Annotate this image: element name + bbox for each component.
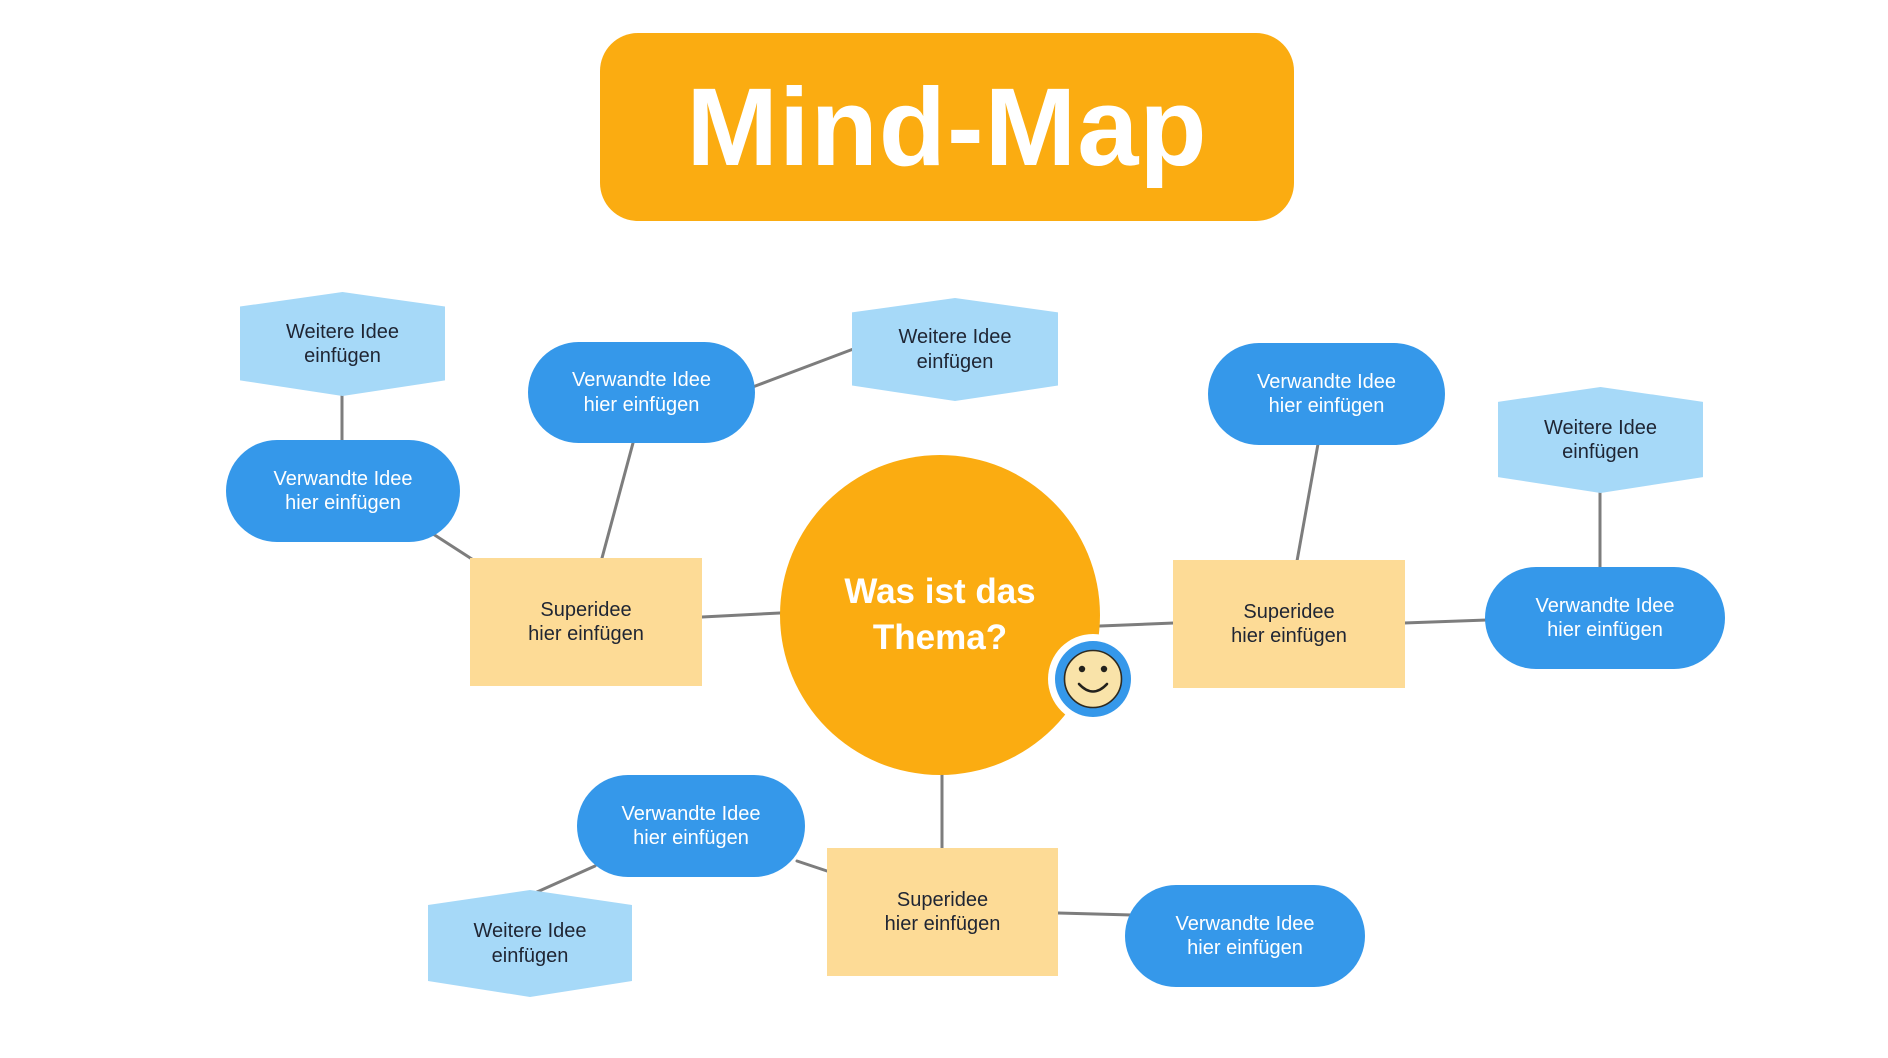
related-idea-pill-right-top[interactable]: Verwandte Idee hier einfügen (1208, 343, 1445, 445)
idea-hexagon-right[interactable]: Weitere Idee einfügen (1498, 387, 1703, 493)
super-idea-rect-bottom[interactable]: Superidee hier einfügen (827, 848, 1058, 976)
idea-hexagon-top-middle[interactable]: Weitere Idee einfügen (852, 298, 1058, 401)
connector-line (700, 611, 782, 619)
related-idea-pill-left[interactable]: Verwandte Idee hier einfügen (226, 440, 460, 542)
related-idea-pill-upper-middle[interactable]: Verwandte Idee hier einfügen (528, 342, 755, 443)
super-idea-rect-right[interactable]: Superidee hier einfügen (1173, 560, 1405, 688)
super-idea-rect-left[interactable]: Superidee hier einfügen (470, 558, 702, 686)
central-topic-circle[interactable]: Was ist das Thema? (780, 455, 1100, 775)
connector-line (428, 530, 480, 565)
smiley-face-icon[interactable] (1040, 626, 1150, 736)
related-idea-pill-bottom-left[interactable]: Verwandte Idee hier einfügen (577, 775, 805, 877)
idea-hexagon-bottom-left[interactable]: Weitere Idee einfügen (428, 890, 632, 997)
connector-line (748, 346, 858, 390)
related-idea-pill-bottom-right[interactable]: Verwandte Idee hier einfügen (1125, 885, 1365, 987)
connector-line (535, 864, 597, 894)
connector-line (1098, 621, 1176, 628)
idea-hexagon-top-left[interactable]: Weitere Idee einfügen (240, 292, 445, 396)
related-idea-pill-right-bottom[interactable]: Verwandte Idee hier einfügen (1485, 567, 1725, 669)
connector-line (1402, 618, 1489, 625)
connector-line (600, 441, 635, 560)
connector-line (795, 859, 832, 874)
page-title: Mind-Map (686, 65, 1208, 189)
connector-line (1295, 442, 1320, 563)
title-banner[interactable]: Mind-Map (600, 33, 1294, 221)
connector-line (1056, 911, 1134, 917)
